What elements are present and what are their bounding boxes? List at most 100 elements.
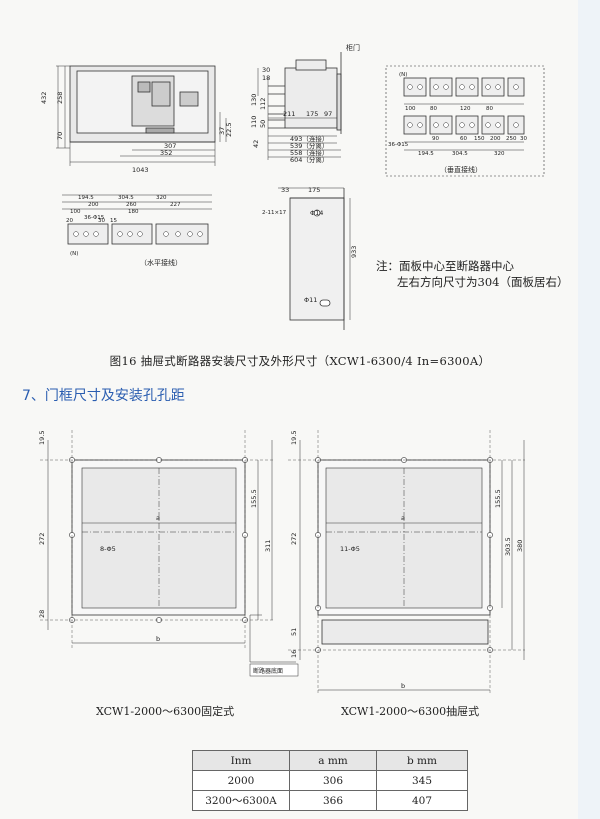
ff-holes: 8-Φ5: [100, 545, 116, 553]
dim-h-200: 200: [88, 202, 99, 208]
ff-dim-311: 311: [264, 540, 272, 552]
table-header: b mm: [376, 750, 468, 771]
dim-v-194-5: 194.5: [418, 151, 434, 157]
dim-h-260: 260: [126, 202, 137, 208]
table-header: Inm: [192, 750, 290, 771]
dim-258: 258: [56, 92, 64, 104]
frame-fixed-labels: 19.5 272 28 155.5 311 a b 8-Φ5: [38, 431, 272, 643]
table-cell: 306: [289, 770, 377, 791]
dim-22-5: 22.5: [225, 123, 233, 137]
dim-h-227: 227: [170, 202, 181, 208]
frame-draw-drawing: [249, 430, 525, 695]
fd-holes: 11-Φ5: [340, 545, 360, 553]
dim-1043: 1043: [132, 166, 149, 174]
dim-h-304-5: 304.5: [118, 195, 134, 201]
fd-b-label: b: [401, 682, 405, 690]
table-cell: 3200～6300A: [192, 790, 290, 811]
dim-933: 933: [350, 246, 358, 258]
horizontal-wiring-caption: （水平接线）: [140, 258, 182, 267]
section-7-heading: 7、门框尺寸及安装孔孔距: [22, 388, 185, 404]
dim-130: 130: [250, 94, 258, 106]
dim-h-100: 100: [70, 209, 81, 215]
dim-h-20: 20: [66, 218, 73, 224]
note-line-2: 左右方向尺寸为304（面板居右）: [397, 275, 569, 289]
fd-dim-16: 16: [290, 650, 298, 658]
dim-33: 33: [281, 186, 289, 194]
side-plate-drawing: [278, 187, 351, 330]
table-cell: 407: [376, 790, 468, 811]
vertical-wiring-labels: (N) 100 80 120 80 90 60 150 200 250 30 3…: [388, 72, 527, 174]
side-view-dimension-lines: [257, 68, 341, 160]
ff-b-label: b: [156, 635, 160, 643]
dim-v-320: 320: [494, 151, 505, 157]
dim-v-304-5: 304.5: [452, 151, 468, 157]
frame-draw-labels: 19.5 272 51 16 155.5 303.5 380 a b 11-Φ5…: [253, 431, 524, 690]
dim-v-200: 200: [490, 136, 501, 142]
dim-175: 175: [306, 110, 318, 118]
table-header-row: Inm a mm b mm: [192, 750, 468, 771]
dim-211: 211: [283, 110, 295, 118]
table-row: 3200～6300A 366 407: [192, 790, 468, 811]
dim-h-194-5: 194.5: [78, 195, 94, 201]
page-edge-stripe: [578, 0, 600, 819]
horizontal-wiring-labels: 194.5 304.5 320 200 260 227 100 180 36-Φ…: [66, 195, 182, 267]
fd-dim-155-5: 155.5: [494, 489, 502, 508]
dimension-table: Inm a mm b mm 2000 306 345 3200～6300A 36…: [192, 750, 468, 811]
table-row: 2000 306 345: [192, 770, 468, 791]
table-header: a mm: [289, 750, 377, 771]
fd-dim-380: 380: [516, 540, 524, 552]
dim-558: 558（连接）: [290, 148, 328, 157]
ff-dim-155-5: 155.5: [250, 489, 258, 508]
ff-a-label: a: [156, 514, 160, 522]
fd-a-label: a: [401, 514, 405, 522]
frame-draw-caption: XCW1-2000～6300抽屉式: [341, 705, 480, 718]
frame-fixed-caption: XCW1-2000～6300固定式: [96, 705, 235, 718]
dim-18: 18: [262, 74, 270, 82]
table-cell: 345: [376, 770, 468, 791]
dim-50: 50: [259, 120, 267, 128]
dim-42: 42: [252, 140, 260, 148]
table-cell: 2000: [192, 770, 290, 791]
n-mark-vertical: (N): [399, 72, 407, 78]
dim-v-250: 250: [506, 136, 517, 142]
dim-v-100: 100: [405, 106, 416, 112]
side-plate-labels: 33 175 2-11×17 Φ14 933 Φ11: [262, 186, 358, 304]
front-view-labels: 432 258 70 37 22.5 307 352 1043: [40, 92, 233, 174]
frame-fixed-drawing: [40, 430, 275, 650]
dim-v-80a: 80: [430, 106, 437, 112]
fd-dim-272: 272: [290, 533, 298, 545]
side-view-labels: 柜门 30 18 130 112 110 50 42 211 175 97 49…: [250, 43, 360, 164]
dim-70: 70: [56, 132, 64, 140]
dim-v-90: 90: [432, 136, 439, 142]
vertical-wiring-diagram: [385, 65, 545, 177]
dim-307: 307: [164, 142, 176, 150]
dim-110: 110: [250, 116, 258, 128]
fd-dim-303-5: 303.5: [504, 537, 512, 556]
fd-dim-51: 51: [290, 628, 298, 636]
breaker-bottom-label: 断路器底面: [253, 667, 283, 675]
ff-dim-19-5: 19.5: [38, 431, 46, 445]
dim-37: 37: [218, 127, 226, 135]
dim-30: 30: [262, 66, 270, 74]
front-view-outline: [69, 65, 216, 143]
side-view-outline: [268, 52, 342, 134]
dim-h-30: 30: [98, 218, 105, 224]
dim-352: 352: [160, 149, 172, 157]
dim-112: 112: [259, 98, 267, 110]
dim-v-150: 150: [474, 136, 485, 142]
n-mark-horizontal: (N): [70, 251, 78, 257]
front-view-dimension-lines: [56, 65, 227, 166]
dim-539: 539（分离）: [290, 141, 328, 150]
dim-432: 432: [40, 92, 48, 104]
dim-v-80b: 80: [486, 106, 493, 112]
door-label: 柜门: [346, 43, 360, 52]
table-cell: 366: [289, 790, 377, 811]
dim-v-30: 30: [520, 136, 527, 142]
dim-97: 97: [324, 110, 332, 118]
figure-16-caption: 图16 抽屉式断路器安装尺寸及外形尺寸（XCW1-6300/4 In=6300A…: [109, 354, 491, 368]
fd-dim-19-5: 19.5: [290, 431, 298, 445]
dim-h-320: 320: [156, 195, 167, 201]
phi11-label: Φ11: [304, 296, 317, 304]
horizontal-wiring-diagram: [62, 194, 212, 245]
